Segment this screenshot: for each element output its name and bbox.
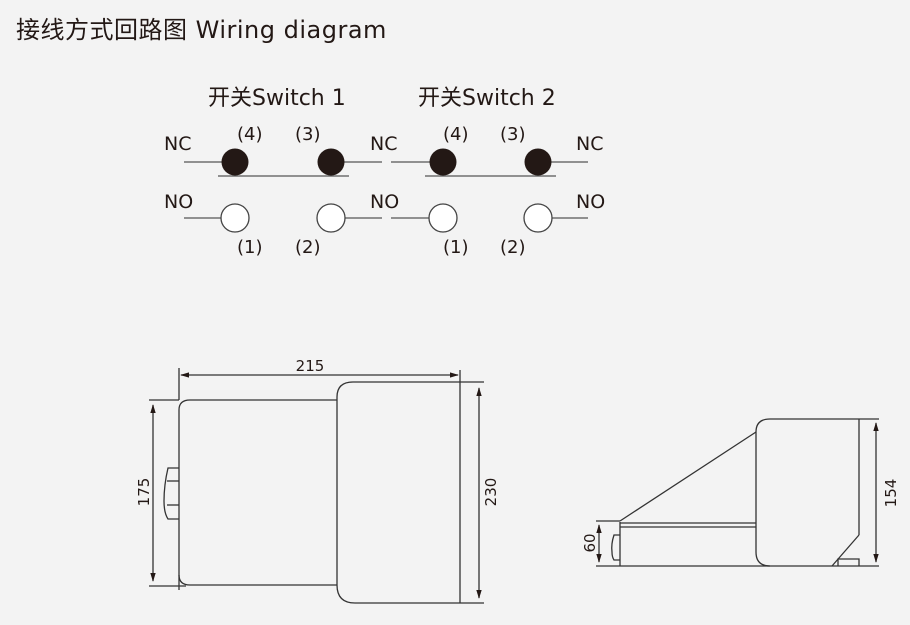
switch-2-pin-3-label: (3) [500, 124, 526, 145]
page-title: 接线方式回路图 Wiring diagram [16, 16, 387, 44]
switch-2-contact-2-open [523, 203, 553, 233]
side-view-drawing [596, 418, 879, 567]
switch-2-nc-right-label: NC [576, 133, 603, 155]
switch-1-pin-3-label: (3) [295, 124, 321, 145]
side-view-pedal-slope [619, 431, 757, 522]
dim-right-height-label: 230 [482, 478, 500, 507]
switch-2-no-right-label: NO [576, 191, 605, 213]
switch-2-title: 开关Switch 2 [418, 86, 556, 111]
switch-2-diagram: 开关Switch 2 NC NO NC NO (4) (3) (1) (2) [370, 86, 605, 258]
switch-1-no-left-label: NO [164, 191, 193, 213]
switch-1-contact-2-open [316, 203, 346, 233]
switch-1-contact-4-closed [221, 148, 249, 176]
top-view-left-body [178, 399, 337, 590]
dim-left-height-label: 175 [135, 478, 153, 507]
switch-1-contact-1-open [220, 203, 250, 233]
switch-1-title: 开关Switch 1 [208, 86, 346, 111]
dim-width-label: 215 [296, 357, 325, 375]
top-view-pedal-body [336, 381, 460, 585]
switch-2-contact-4-closed [429, 148, 457, 176]
switch-2-nc-left-label: NC [370, 133, 397, 155]
switch-1-contact-3-closed [317, 148, 345, 176]
switch-2-pin-4-label: (4) [443, 124, 469, 145]
switch-1-pin-2-label: (2) [295, 237, 321, 258]
dim-base-height-label: 60 [581, 533, 599, 552]
top-view-cable-gland [163, 467, 179, 520]
switch-1-nc-left-label: NC [164, 133, 191, 155]
top-view-drawing [149, 368, 484, 604]
switch-1-diagram: 开关Switch 1 NC NO (4) (3) (1) (2) [164, 86, 382, 258]
side-view-pedal-body [755, 418, 879, 567]
switch-2-pin-2-label: (2) [500, 237, 526, 258]
side-view-cable-gland [611, 534, 620, 561]
switch-2-contact-1-open [428, 203, 458, 233]
dim-total-height-label: 154 [882, 479, 900, 508]
switch-2-contact-3-closed [524, 148, 552, 176]
switch-2-no-left-label: NO [370, 191, 399, 213]
switch-2-pin-1-label: (1) [443, 237, 469, 258]
switch-1-pin-4-label: (4) [237, 124, 263, 145]
switch-1-pin-1-label: (1) [237, 237, 263, 258]
